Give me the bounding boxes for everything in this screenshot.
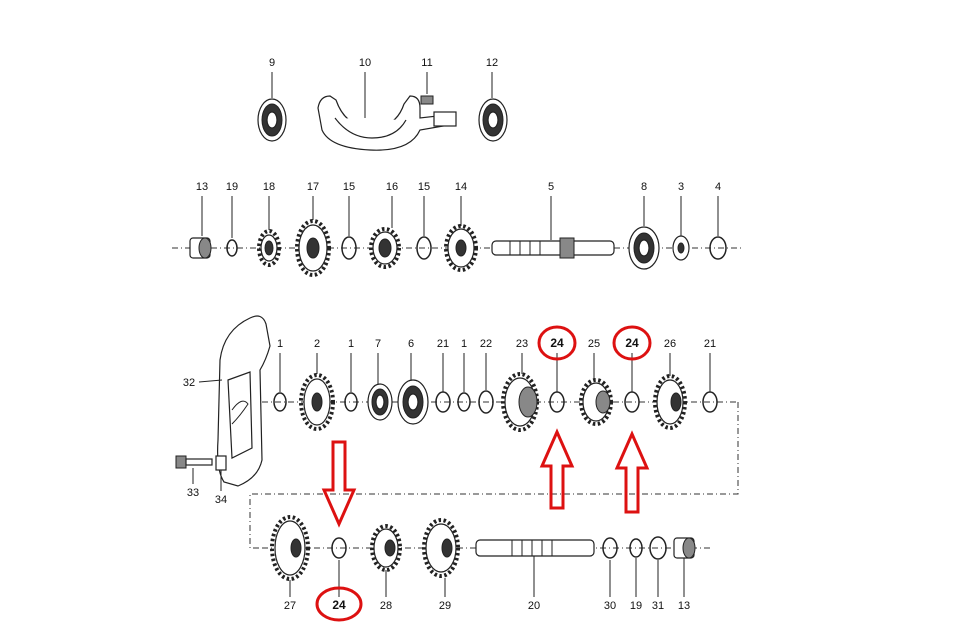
callout-label-21: 21: [437, 338, 449, 350]
gear-14: [444, 224, 478, 272]
gear-28: [370, 524, 402, 572]
leader-line: [198, 379, 223, 383]
callout-label-1: 1: [461, 338, 467, 350]
needle-bearing-13b: [673, 537, 696, 559]
callout-label-14: 14: [455, 181, 467, 193]
callout-label-9: 9: [269, 57, 275, 69]
callout-label-32: 32: [183, 377, 195, 389]
callout-label-28: 28: [380, 600, 392, 612]
callout-label-25: 25: [588, 338, 600, 350]
callout-label-29: 29: [439, 600, 451, 612]
washer-22: [478, 390, 494, 414]
washer-34: [215, 455, 227, 471]
callout-label-31: 31: [652, 600, 664, 612]
callout-label-4: 4: [715, 181, 721, 193]
callout-label-26: 26: [664, 338, 676, 350]
cover-32: [217, 315, 271, 487]
washer-1c: [457, 392, 471, 412]
highlight-circle-24-right: [612, 325, 652, 361]
callout-label-24: 24: [625, 336, 639, 350]
row-1-parts: [257, 95, 508, 151]
bearing-6: [397, 379, 429, 425]
gear-27: [270, 515, 310, 581]
highlight-circles: [315, 325, 652, 622]
callout-label-24: 24: [332, 598, 346, 612]
highlight-arrows: [321, 428, 650, 528]
callout-label-11: 11: [421, 57, 432, 69]
callout-label-17: 17: [307, 181, 319, 193]
callout-label-1: 1: [348, 338, 354, 350]
washer-24c: [331, 537, 347, 559]
callout-label-7: 7: [375, 338, 381, 350]
callout-label-19: 19: [226, 181, 238, 193]
washer-15a: [341, 236, 357, 260]
bolt-33: [175, 455, 213, 469]
callout-label-10: 10: [359, 57, 371, 69]
bearing-7: [367, 383, 393, 421]
callout-label-15: 15: [418, 181, 430, 193]
callout-label-18: 18: [263, 181, 275, 193]
nut-3: [672, 235, 690, 261]
gear-23: [501, 372, 539, 432]
washer-1a: [273, 392, 287, 412]
gear-16: [369, 227, 401, 269]
bearing-9: [257, 98, 287, 142]
bearing-8: [628, 226, 660, 270]
callout-label-30: 30: [604, 600, 616, 612]
callout-label-12: 12: [486, 57, 498, 69]
row-3-parts: [273, 372, 718, 432]
arrow-up-24-left: [539, 428, 575, 510]
callout-label-6: 6: [408, 338, 414, 350]
shift-shaft-10: [317, 95, 457, 151]
callout-label-15: 15: [343, 181, 355, 193]
gear-25: [579, 378, 613, 426]
callout-label-34: 34: [215, 494, 227, 506]
highlight-circle-24-bottom: [315, 586, 363, 622]
callout-label-5: 5: [548, 181, 554, 193]
gear-26: [653, 374, 687, 430]
highlight-circle-24-left: [537, 325, 577, 361]
washer-1b: [344, 392, 358, 412]
washer-30: [602, 537, 618, 559]
washer-15b: [416, 236, 432, 260]
connector-axis: [249, 402, 739, 549]
washer-4: [709, 236, 727, 260]
callout-label-22: 22: [480, 338, 492, 350]
callout-label-21: 21: [704, 338, 716, 350]
callout-label-16: 16: [386, 181, 398, 193]
circlip-19: [226, 239, 238, 257]
countershaft-20: [475, 539, 595, 557]
gear-18: [257, 229, 281, 267]
callout-label-1: 1: [277, 338, 283, 350]
callout-label-8: 8: [641, 181, 647, 193]
gear-17: [295, 219, 331, 277]
callout-label-20: 20: [528, 600, 540, 612]
row-4-parts: [270, 515, 696, 581]
callout-label-13: 13: [196, 181, 208, 193]
callout-label-19: 19: [630, 600, 642, 612]
sprocket-2: [299, 373, 335, 431]
row-2-parts: [189, 219, 727, 277]
callout-label-23: 23: [516, 338, 528, 350]
gear-29: [422, 518, 460, 578]
arrow-down-24-bottom: [321, 440, 357, 528]
bearing-12: [478, 98, 508, 142]
circlip-19b: [629, 538, 643, 558]
pin-11: [420, 95, 434, 105]
callout-label-33: 33: [187, 487, 199, 499]
arrow-up-24-right: [614, 430, 650, 514]
washer-31: [649, 536, 667, 560]
callout-label-27: 27: [284, 600, 296, 612]
callout-label-3: 3: [678, 181, 684, 193]
leader-lines: [192, 72, 719, 597]
callout-label-24: 24: [550, 336, 564, 350]
mainshaft-5: [491, 237, 615, 259]
callout-label-2: 2: [314, 338, 320, 350]
callout-label-13: 13: [678, 600, 690, 612]
needle-bearing-13: [189, 237, 212, 259]
